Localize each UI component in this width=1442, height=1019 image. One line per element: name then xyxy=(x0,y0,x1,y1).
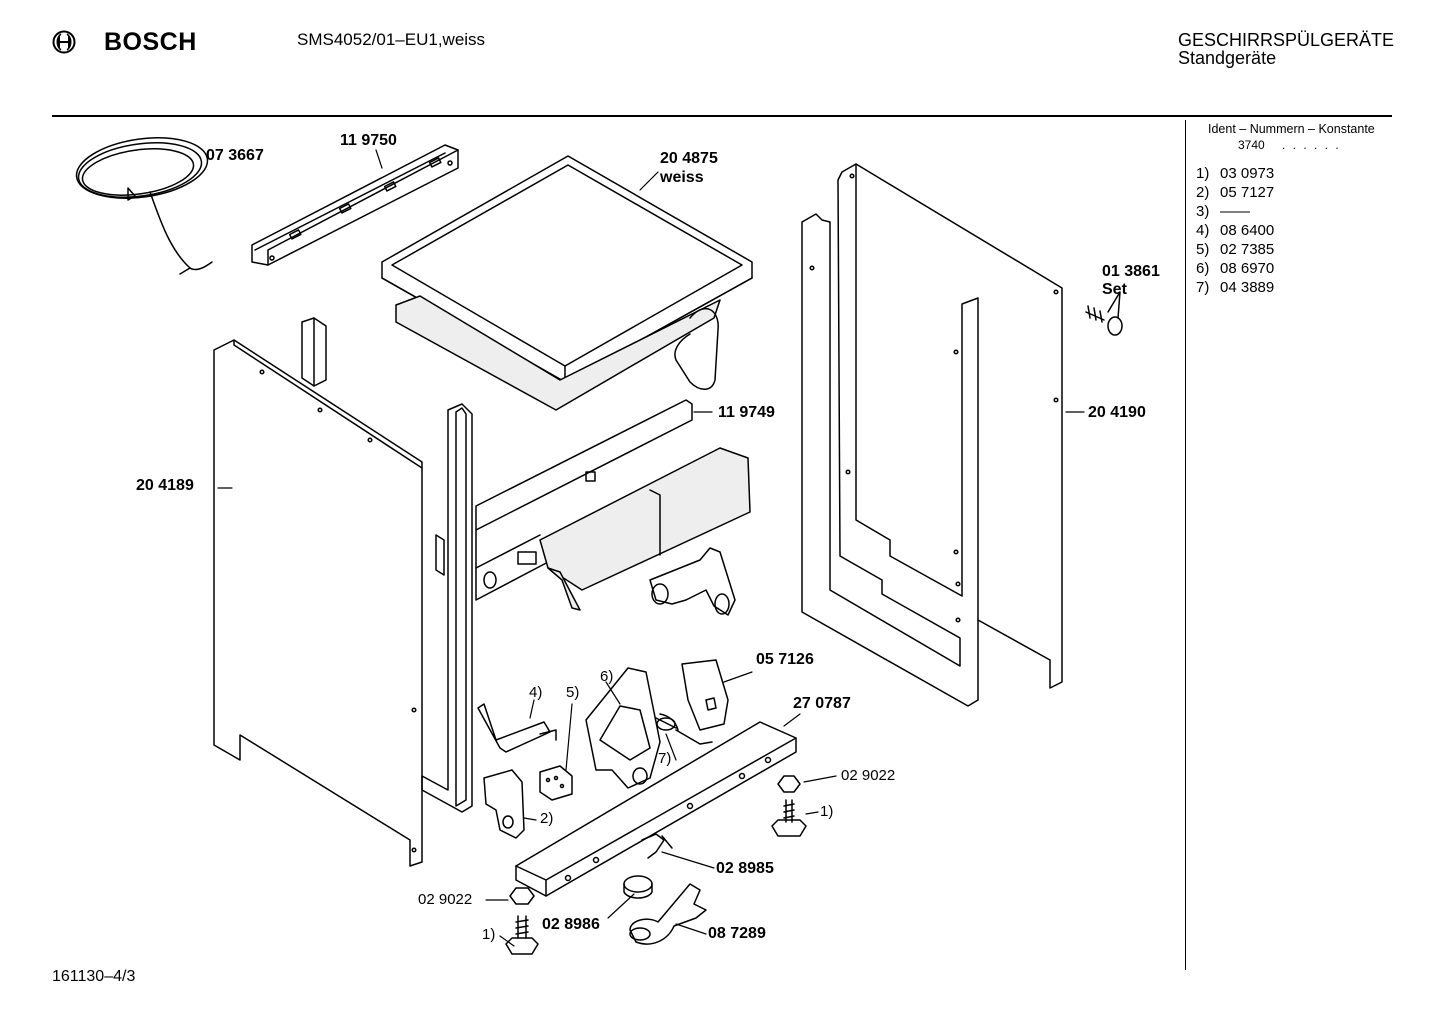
front-left-post-part xyxy=(422,404,472,812)
label-left-panel: 20 4189 xyxy=(136,477,194,494)
ident-item: 2)05 7127 xyxy=(1196,184,1275,201)
label-ref-4: 4) xyxy=(529,684,543,701)
model-number: SMS4052/01–EU1,weiss xyxy=(297,30,486,49)
category-subtitle: Standgeräte xyxy=(1178,48,1277,68)
worktop-part xyxy=(382,156,752,410)
label-crossbar: 11 9749 xyxy=(718,404,775,421)
category-title: GESCHIRRSPÜLGERÄTE xyxy=(1178,30,1395,50)
header-divider xyxy=(52,115,1392,117)
ident-list: 1)03 0973 2)05 7127 3)—— 4)08 6400 5)02 … xyxy=(1196,164,1274,297)
ident-item: 4)08 6400 xyxy=(1196,222,1275,239)
label-spring: 02 8985 xyxy=(716,860,774,877)
leader-lines xyxy=(218,150,1084,946)
ident-item: 1)03 0973 xyxy=(1196,165,1275,182)
base-rail-part xyxy=(516,722,796,896)
ident-item: 6)08 6970 xyxy=(1196,260,1275,277)
power-cord-part xyxy=(73,130,212,274)
crossbar-part xyxy=(476,400,750,610)
label-ref-5: 5) xyxy=(566,684,580,701)
label-ref-7: 7) xyxy=(658,750,672,767)
label-cap: 02 8986 xyxy=(542,916,600,933)
spring-part xyxy=(642,834,672,858)
left-side-panel-part xyxy=(214,340,422,866)
right-foot-part xyxy=(772,776,806,836)
label-nut-left: 02 9022 xyxy=(418,891,473,908)
label-power-cord: 07 3667 xyxy=(206,147,264,164)
drawing-number: 161130–4/3 xyxy=(52,968,136,985)
left-foot-part xyxy=(506,888,538,954)
label-worktop: 20 4875 xyxy=(660,150,718,167)
right-side-frame-part xyxy=(802,164,1062,706)
holder-part xyxy=(630,884,706,944)
label-ref-2: 2) xyxy=(540,810,554,827)
small-parts-group xyxy=(478,660,728,838)
bosch-logo-icon xyxy=(52,30,76,54)
label-worktop-color: weiss xyxy=(660,169,704,186)
label-holder: 08 7289 xyxy=(708,925,766,942)
ident-column-divider xyxy=(1185,120,1186,970)
label-right-panel: 20 4190 xyxy=(1088,404,1146,421)
ident-item: 3)—— xyxy=(1196,203,1250,220)
ident-constant: 3740 xyxy=(1238,138,1265,152)
ident-item: 7)04 3889 xyxy=(1196,279,1275,296)
cap-part xyxy=(624,876,652,898)
label-nut-right: 02 9022 xyxy=(841,767,896,784)
label-ref-6: 6) xyxy=(600,668,614,685)
label-screw-set: 01 3861 xyxy=(1102,263,1160,280)
label-top-rail: 11 9750 xyxy=(340,132,397,149)
ident-heading: Ident – Nummern – Konstante xyxy=(1208,122,1375,136)
label-screw-set-suffix: Set xyxy=(1102,281,1127,298)
label-bracket: 05 7126 xyxy=(756,651,814,668)
ident-dots: . . . . . . xyxy=(1282,138,1341,152)
drain-fitting-part xyxy=(650,548,735,615)
ident-item: 5)02 7385 xyxy=(1196,241,1275,258)
screw-set-part xyxy=(1086,292,1122,335)
label-foot-right: 1) xyxy=(820,803,834,820)
brand-name: BOSCH xyxy=(104,28,197,56)
left-upright-post-part xyxy=(302,318,326,386)
label-base-rail: 27 0787 xyxy=(793,695,851,712)
top-rail-part xyxy=(252,145,458,265)
label-foot-left: 1) xyxy=(482,926,496,943)
